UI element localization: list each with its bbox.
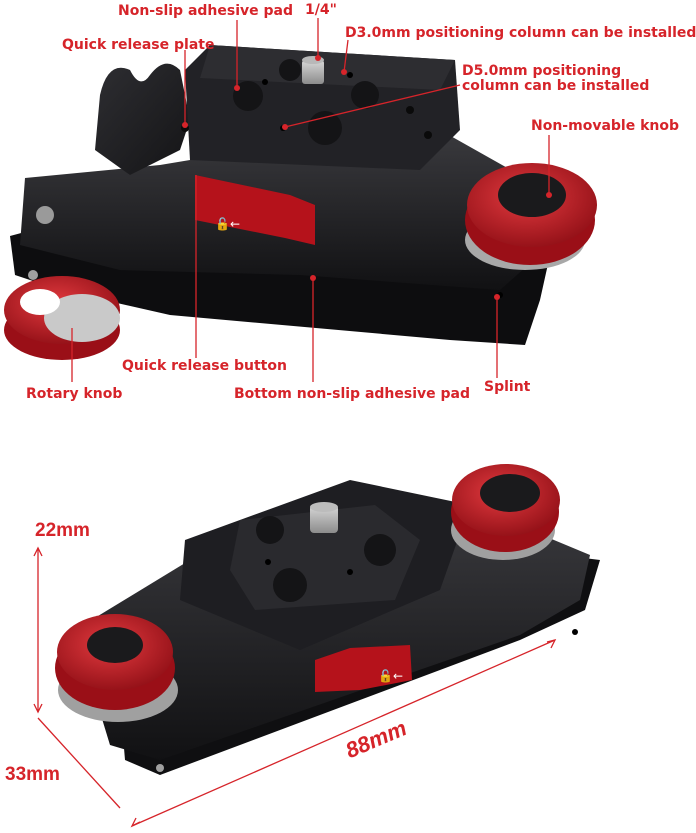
quarter-inch-screw xyxy=(302,60,324,84)
label-rotary-knob: Rotary knob xyxy=(26,386,123,402)
rotary-knob xyxy=(55,614,178,722)
label-quick-release-plate: Quick release plate xyxy=(62,37,215,53)
non-movable-knob xyxy=(465,163,597,270)
leader-dots xyxy=(182,55,552,300)
label-d50-column-line1: D5.0mm positioning xyxy=(462,63,622,79)
label-d30-column: D3.0mm positioning column can be install… xyxy=(345,25,696,41)
leader-lines xyxy=(71,18,550,382)
dimension-lines xyxy=(33,546,557,828)
svg-text:🔓←: 🔓← xyxy=(215,217,240,231)
top-product-view: 🔓← xyxy=(4,18,597,382)
dimension-depth: 33mm xyxy=(5,764,60,785)
quick-release-button xyxy=(315,645,412,692)
hook-arm xyxy=(95,63,190,175)
adhesive-pad xyxy=(351,81,379,109)
adhesive-pad xyxy=(256,516,284,544)
quarter-inch-screw xyxy=(310,505,338,533)
label-quarter-inch: 1/4" xyxy=(305,2,337,18)
adhesive-pad xyxy=(308,111,342,145)
non-movable-knob xyxy=(451,464,560,560)
adhesive-pad xyxy=(273,568,307,602)
label-non-slip-adhesive-pad: Non-slip adhesive pad xyxy=(118,3,293,19)
quick-release-button xyxy=(195,175,315,245)
adhesive-pad xyxy=(233,81,263,111)
rotary-knob xyxy=(4,276,120,360)
adhesive-pad xyxy=(279,59,301,81)
label-quick-release-button: Quick release button xyxy=(122,358,287,374)
svg-text:🔓←: 🔓← xyxy=(378,669,403,683)
dimension-height: 22mm xyxy=(35,520,90,541)
adhesive-pad xyxy=(364,534,396,566)
label-d50-column-line2: column can be installed xyxy=(462,78,650,94)
label-bottom-non-slip-pad: Bottom non-slip adhesive pad xyxy=(234,386,470,402)
product-illustration: 🔓← xyxy=(4,18,600,828)
label-splint: Splint xyxy=(484,379,531,395)
bottom-product-view: 🔓← xyxy=(33,464,600,828)
label-non-movable-knob: Non-movable knob xyxy=(531,118,679,134)
